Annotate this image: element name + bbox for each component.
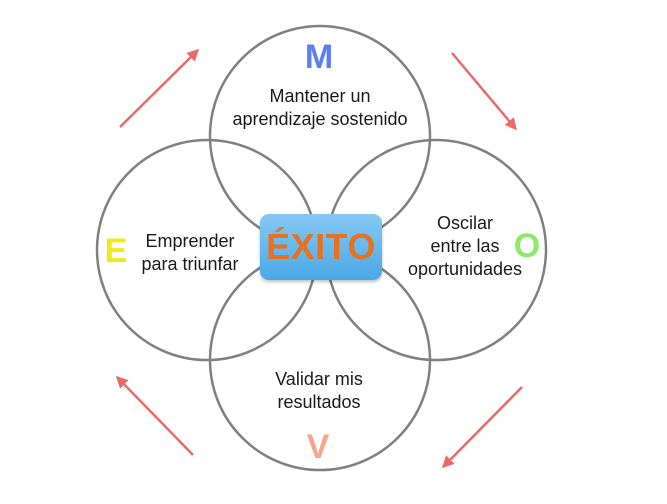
letter-o: O bbox=[513, 227, 541, 265]
arrow-top-left bbox=[119, 48, 200, 128]
arrow-top-right bbox=[451, 52, 517, 131]
arrow-bottom-right bbox=[441, 386, 523, 469]
node-text-bottom: Validar mis resultados bbox=[275, 369, 363, 412]
center-label: ÉXITO bbox=[266, 226, 376, 267]
node-text-top: Mantener un aprendizaje sostenido bbox=[232, 86, 408, 129]
letter-e: E bbox=[104, 232, 128, 270]
node-text-left: Emprender para triunfar bbox=[141, 231, 239, 274]
arrow-bottom-left bbox=[115, 375, 194, 456]
node-text-right: Oscilar entre las oportunidades bbox=[407, 213, 523, 279]
letter-v: V bbox=[306, 428, 330, 466]
letter-m: M bbox=[304, 38, 334, 76]
center-exito-box: ÉXITO bbox=[260, 214, 382, 280]
